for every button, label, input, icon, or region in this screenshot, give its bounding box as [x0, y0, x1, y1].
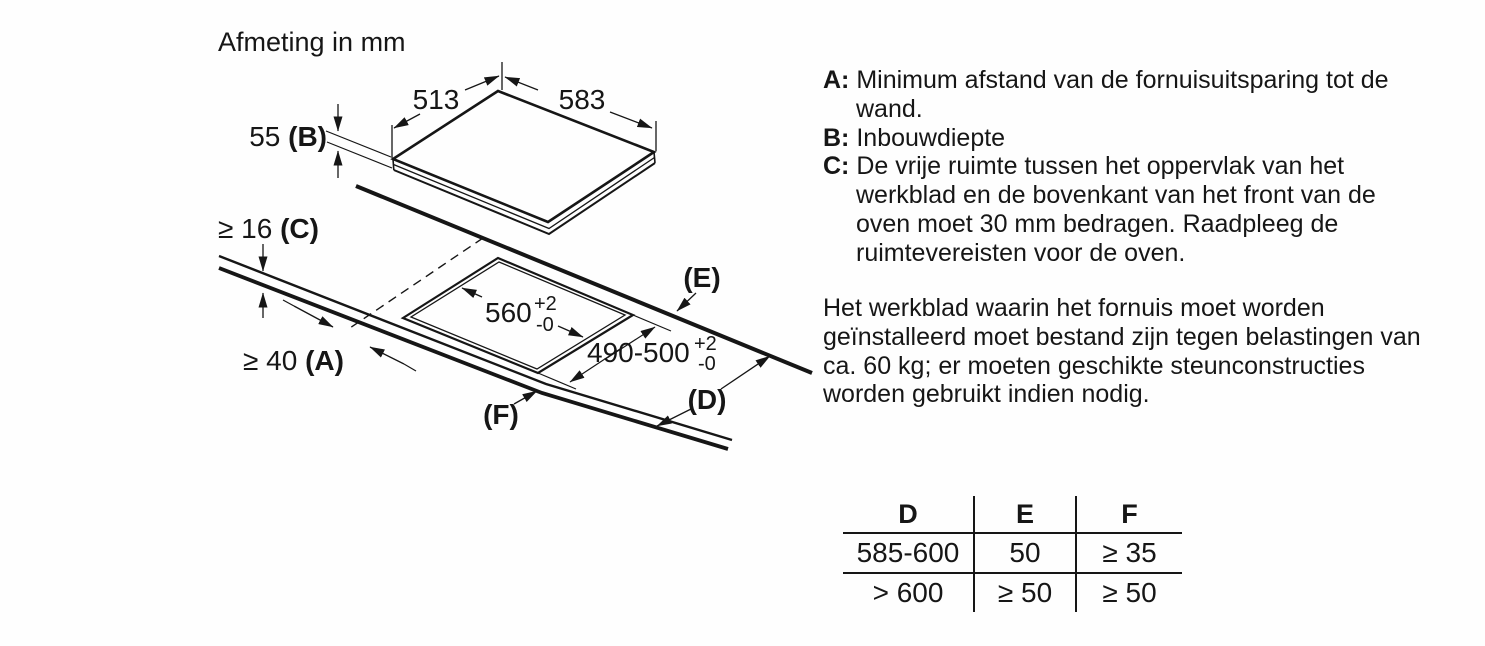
cell-d-row2: > 600	[843, 573, 975, 612]
worktop-back-edge	[355, 184, 813, 375]
column-header-e: E	[974, 496, 1077, 534]
cooktop-right-step	[653, 151, 656, 164]
ref-f-label: (F)	[483, 399, 519, 430]
cell-f-row2: ≥ 50	[1102, 577, 1157, 608]
cell-e-row1: 50	[974, 533, 1077, 574]
cell-e-row2: ≥ 50	[974, 573, 1077, 612]
worktop-front-bottom-edge	[218, 266, 729, 451]
cooktop-glass-edge	[393, 156, 655, 230]
dimension-560: 560 +2 -0	[461, 287, 584, 338]
dim-560-tol-minus: -0	[536, 314, 554, 336]
dim-513-label: 513	[413, 84, 460, 115]
cell-f-row1: ≥ 35	[1076, 533, 1182, 574]
column-header-d: D	[843, 496, 975, 534]
legend-notes: A: Minimum afstand van de fornuisuitspar…	[823, 66, 1423, 268]
dim-55-label: 55 (B)	[249, 121, 327, 152]
dim-a-label: ≥ 40 (A)	[243, 345, 344, 376]
dimension-16-c: ≥ 16 (C)	[218, 213, 319, 318]
cooktop-left-step	[392, 158, 395, 171]
dimension-583: 583	[504, 76, 657, 151]
cooktop-lip-edge	[393, 162, 656, 236]
note-label-a: A:	[823, 66, 850, 94]
column-header-f: F	[1076, 496, 1182, 534]
ref-d-label: (D)	[688, 384, 727, 415]
dimension-490-500: 490-500 +2 -0	[537, 314, 717, 390]
ref-e-label: (E)	[683, 262, 720, 293]
worktop-load-note: Het werkblad waarin het fornuis moet wor…	[823, 294, 1421, 409]
dim-c-label: ≥ 16 (C)	[218, 213, 319, 244]
dimension-513: 513	[391, 62, 503, 158]
dim-560-label: 560	[485, 297, 532, 328]
dim-560-tol-plus: +2	[534, 293, 557, 315]
clearance-table-header-row: D E F	[843, 496, 1182, 534]
table-row: 585-600 50 ≥ 35	[843, 533, 1182, 574]
dim-490-tol-plus: +2	[694, 333, 717, 355]
dim-490-tol-minus: -0	[698, 353, 716, 375]
dimension-40-a: ≥ 40 (A)	[243, 299, 417, 376]
note-item-c: C: De vrije ruimte tussen het oppervlak …	[823, 152, 1423, 267]
dim-583-label: 583	[559, 84, 606, 115]
cell-d-row1: 585-600	[843, 533, 975, 574]
note-label-b: B:	[823, 123, 850, 152]
dimension-55-b: 55 (B)	[249, 104, 393, 178]
reference-f: (F)	[483, 390, 538, 430]
page-title: Afmeting in mm	[218, 27, 406, 57]
table-row: > 600 ≥ 50 ≥ 50	[843, 573, 1182, 612]
dim-490-label: 490-500	[587, 337, 690, 368]
reference-d: (D)	[656, 355, 771, 427]
cooktop-outline	[390, 89, 657, 236]
hob-installation-drawing: 513 583 55 (B) ≥ 16 (C)	[218, 62, 813, 451]
note-text-c: De vrije ruimte tussen het oppervlak van…	[856, 152, 1376, 267]
note-item-b: B: Inbouwdiepte	[823, 124, 1423, 153]
note-text-a: Minimum afstand van de fornuisuitsparing…	[856, 66, 1389, 123]
note-text-b: Inbouwdiepte	[856, 123, 1006, 152]
note-item-a: A: Minimum afstand van de fornuisuitspar…	[823, 66, 1423, 124]
note-label-c: C:	[823, 152, 850, 181]
clearance-table: D E F 585-600 50 ≥ 35 > 600 ≥ 50 ≥ 50	[843, 496, 1182, 612]
reference-e: (E)	[676, 262, 721, 312]
projection-dashed-line	[346, 237, 484, 331]
